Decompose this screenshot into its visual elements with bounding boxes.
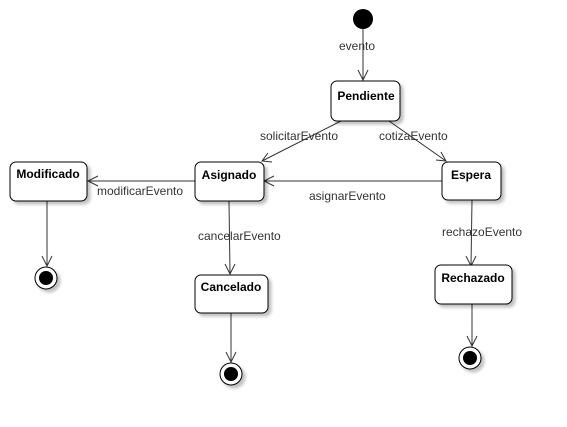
transition-label-rechazo-evento: rechazoEvento bbox=[442, 225, 522, 239]
state-label-espera: Espera bbox=[451, 168, 491, 182]
transition-cancelar-evento bbox=[224, 200, 236, 276]
state-espera bbox=[441, 161, 502, 201]
transition-evento bbox=[357, 29, 369, 82]
initial-state bbox=[353, 9, 373, 29]
state-label-asignado: Asignado bbox=[202, 168, 257, 182]
state-modificado bbox=[9, 161, 88, 202]
state-cancelado bbox=[194, 274, 269, 314]
transition-modificar-evento bbox=[86, 175, 195, 187]
state-rechazado bbox=[434, 264, 513, 305]
state-label-rechazado: Rechazado bbox=[441, 271, 504, 285]
state-asignado bbox=[194, 161, 265, 202]
final-state-modificado bbox=[34, 266, 58, 290]
transition-label-asignar-evento: asignarEvento bbox=[309, 189, 386, 203]
final-state-rechazado bbox=[458, 346, 482, 370]
state-label-modificado: Modificado bbox=[16, 167, 79, 181]
transition-label-cancelar-evento: cancelarEvento bbox=[198, 229, 281, 243]
state-pendiente bbox=[330, 80, 401, 122]
transition-label-solicitar-evento: solicitarEvento bbox=[260, 129, 338, 143]
transition-rechazado-final bbox=[466, 304, 478, 348]
transition-asignar-evento bbox=[262, 175, 442, 187]
transition-modificado-final bbox=[41, 201, 53, 268]
transition-label-evento: evento bbox=[339, 39, 375, 53]
transition-solicitar-evento bbox=[261, 120, 342, 163]
state-label-cancelado: Cancelado bbox=[201, 280, 262, 294]
final-state-cancelado bbox=[219, 362, 243, 386]
state-label-pendiente: Pendiente bbox=[337, 89, 395, 103]
transition-cancelado-final bbox=[225, 313, 237, 364]
transition-label-modificar-evento: modificarEvento bbox=[97, 184, 183, 198]
transition-label-cotiza-evento: cotizaEvento bbox=[379, 129, 448, 143]
transition-cotiza-evento bbox=[388, 120, 447, 162]
